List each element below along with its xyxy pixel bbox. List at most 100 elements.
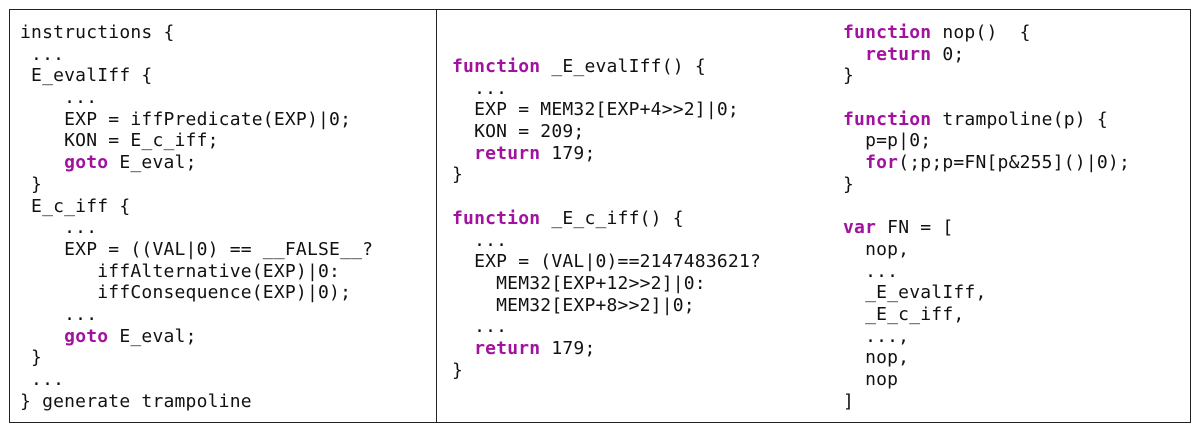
code-line: MEM32[EXP+8>>2]|0; [452, 295, 761, 317]
panel-divider [436, 9, 437, 423]
code-text: MEM32[EXP+12>>2]|0: [452, 272, 706, 294]
code-text: } [452, 359, 464, 381]
code-text: _E_evalIff() { [540, 56, 706, 77]
code-text: ..., [843, 325, 910, 347]
code-text: nop() { [931, 22, 1031, 43]
code-text [843, 152, 865, 173]
code-line: var FN = [ [843, 217, 1130, 239]
code-line: ... [452, 316, 761, 338]
code-keyword: function [452, 56, 541, 77]
code-text: _E_c_iff, [843, 303, 965, 325]
code-keyword: goto [64, 325, 109, 347]
code-text: MEM32[EXP+8>>2]|0; [452, 294, 695, 316]
code-text: ... [20, 87, 98, 109]
code-text: } [452, 164, 464, 186]
code-line: } [452, 164, 761, 186]
code-text: instructions { [20, 22, 175, 43]
code-text [452, 338, 474, 359]
code-line: return 179; [452, 338, 761, 360]
code-keyword: goto [64, 152, 109, 174]
code-text [452, 143, 474, 164]
code-line: KON = E_c_iff; [20, 130, 373, 152]
code-keyword: function [843, 22, 932, 43]
code-line: goto E_eval; [20, 326, 373, 348]
code-line: ... [20, 217, 373, 239]
code-line: EXP = iffPredicate(EXP)|0; [20, 109, 373, 131]
code-line: nop, [843, 239, 1130, 261]
code-text [843, 44, 865, 65]
code-text: p=p|0; [843, 130, 932, 152]
code-line [452, 186, 761, 208]
code-text: ... [20, 369, 65, 390]
code-keyword: return [474, 142, 541, 164]
code-line: ... [20, 87, 373, 109]
code-line: E_evalIff { [20, 65, 373, 87]
code-line: } [843, 65, 1130, 87]
code-line: _E_evalIff, [843, 282, 1130, 304]
code-text: } [20, 347, 43, 369]
code-text: E_eval; [108, 325, 197, 347]
figure-frame [9, 9, 1191, 423]
code-line [843, 87, 1130, 109]
code-text: E_evalIff { [20, 65, 153, 87]
code-text: KON = 209; [452, 121, 585, 143]
code-text: ... [20, 303, 98, 325]
code-line: goto E_eval; [20, 152, 373, 174]
code-line: KON = 209; [452, 121, 761, 143]
code-text: ... [20, 43, 65, 65]
code-line: instructions { [20, 22, 373, 44]
code-line: iffAlternative(EXP)|0: [20, 261, 373, 283]
code-line: } [452, 360, 761, 382]
code-text: } [843, 173, 855, 195]
code-text: trampoline(p) { [931, 108, 1108, 130]
code-text: nop, [843, 347, 910, 369]
code-text: _E_c_iff() { [540, 207, 684, 229]
code-line: } [20, 174, 373, 196]
code-line: ] [843, 391, 1130, 413]
code-keyword: return [865, 43, 932, 65]
code-text: ] [843, 390, 855, 412]
code-line: nop, [843, 347, 1130, 369]
code-line: } generate trampoline [20, 391, 373, 413]
code-keyword: var [843, 217, 877, 239]
code-line: nop [843, 369, 1130, 391]
code-text: } [20, 173, 43, 195]
code-text: EXP = iffPredicate(EXP)|0; [20, 108, 352, 130]
code-line: function nop() { [843, 22, 1130, 44]
code-line: } [20, 347, 373, 369]
code-line: ..., [843, 326, 1130, 348]
code-keyword: return [474, 337, 541, 359]
code-text: ... [452, 77, 508, 99]
code-line: return 0; [843, 44, 1130, 66]
code-line: return 179; [452, 143, 761, 165]
code-text: FN = [ [876, 217, 954, 239]
code-text [20, 152, 64, 173]
code-line: E_c_iff { [20, 196, 373, 218]
code-line: ... [20, 369, 373, 391]
code-line: ... [452, 230, 761, 252]
code-line: MEM32[EXP+12>>2]|0: [452, 273, 761, 295]
code-text: EXP = MEM32[EXP+4>>2]|0; [452, 99, 739, 121]
code-text: nop, [843, 238, 910, 260]
code-text: ... [452, 229, 508, 251]
code-text: E_c_iff { [20, 195, 131, 217]
code-text: 179; [540, 142, 596, 164]
code-line: _E_c_iff, [843, 304, 1130, 326]
code-line: ... [20, 44, 373, 66]
code-text: iffAlternative(EXP)|0: [20, 260, 341, 282]
code-panel-instructions: instructions { ... E_evalIff { ... EXP =… [20, 22, 373, 412]
code-text: } generate trampoline [20, 390, 252, 412]
code-text: iffConsequence(EXP)|0); [20, 282, 352, 304]
code-text: KON = E_c_iff; [20, 130, 219, 152]
code-text: nop [843, 369, 899, 390]
code-line: p=p|0; [843, 130, 1130, 152]
code-text: ... [20, 217, 98, 239]
code-panel-trampoline: function nop() { return 0;} function tram… [843, 22, 1130, 412]
code-line: function _E_evalIff() { [452, 56, 761, 78]
code-text: ... [843, 260, 899, 282]
code-line: function trampoline(p) { [843, 109, 1130, 131]
code-line: function _E_c_iff() { [452, 208, 761, 230]
code-line: EXP = ((VAL|0) == __FALSE__? [20, 239, 373, 261]
code-line: ... [452, 78, 761, 100]
code-line: iffConsequence(EXP)|0); [20, 282, 373, 304]
